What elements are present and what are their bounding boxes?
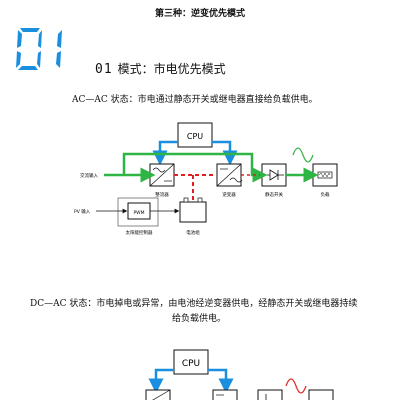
dc-output-sine-icon <box>285 378 307 394</box>
ac-ac-state-description: AC—AC 状态：市电通过静态开关或继电器直接给负载供电。 <box>72 95 318 105</box>
cpu-label: CPU <box>187 132 203 141</box>
mode-number-badge: 01 <box>14 26 76 76</box>
mode-number-text: 01 <box>14 26 16 27</box>
inverter-label: 逆变器 <box>222 191 236 198</box>
static-switch-label: 静态开关 <box>265 191 283 198</box>
cpu-box-2 <box>173 349 209 375</box>
ac-output-sine-icon <box>292 147 314 163</box>
ac-ac-block-diagram: CPU 整流器 逆变器 静态开关 负载 交流输入 PV 输入 PWM 太阳能控制… <box>74 122 338 236</box>
mode-number-graphic: 01 <box>14 26 62 70</box>
load-label: 负载 <box>321 191 330 198</box>
battery-box <box>179 201 207 223</box>
mode-heading-text: 模式：市电优先模式 <box>117 62 226 76</box>
mode-heading-number: 01 <box>95 62 113 77</box>
solar-controller-label: 太阳能控制器 <box>126 229 153 236</box>
dc-ac-state-description-line1: DC—AC 状态：市电掉电或异常，由电池经逆变器供电，经静态开关或继电器持续 <box>30 299 358 309</box>
battery-label: 电池组 <box>186 229 200 236</box>
page-title: 第三种：逆变优先模式 <box>154 9 245 19</box>
cpu-label-2: CPU <box>182 359 200 369</box>
load-box <box>312 163 338 187</box>
pv-input-label: PV 输入 <box>74 208 91 215</box>
ac-input-label: 交流输入 <box>80 172 98 179</box>
pwm-label: PWM <box>133 210 144 216</box>
rectifier-label: 整流器 <box>155 191 169 198</box>
dc-ac-block-diagram: CPU <box>145 349 334 400</box>
dc-ac-state-description-line2: 给负载供电。 <box>172 314 227 324</box>
cpu-box <box>177 122 213 148</box>
mode-heading: 01 模式：市电优先模式 <box>95 60 226 77</box>
